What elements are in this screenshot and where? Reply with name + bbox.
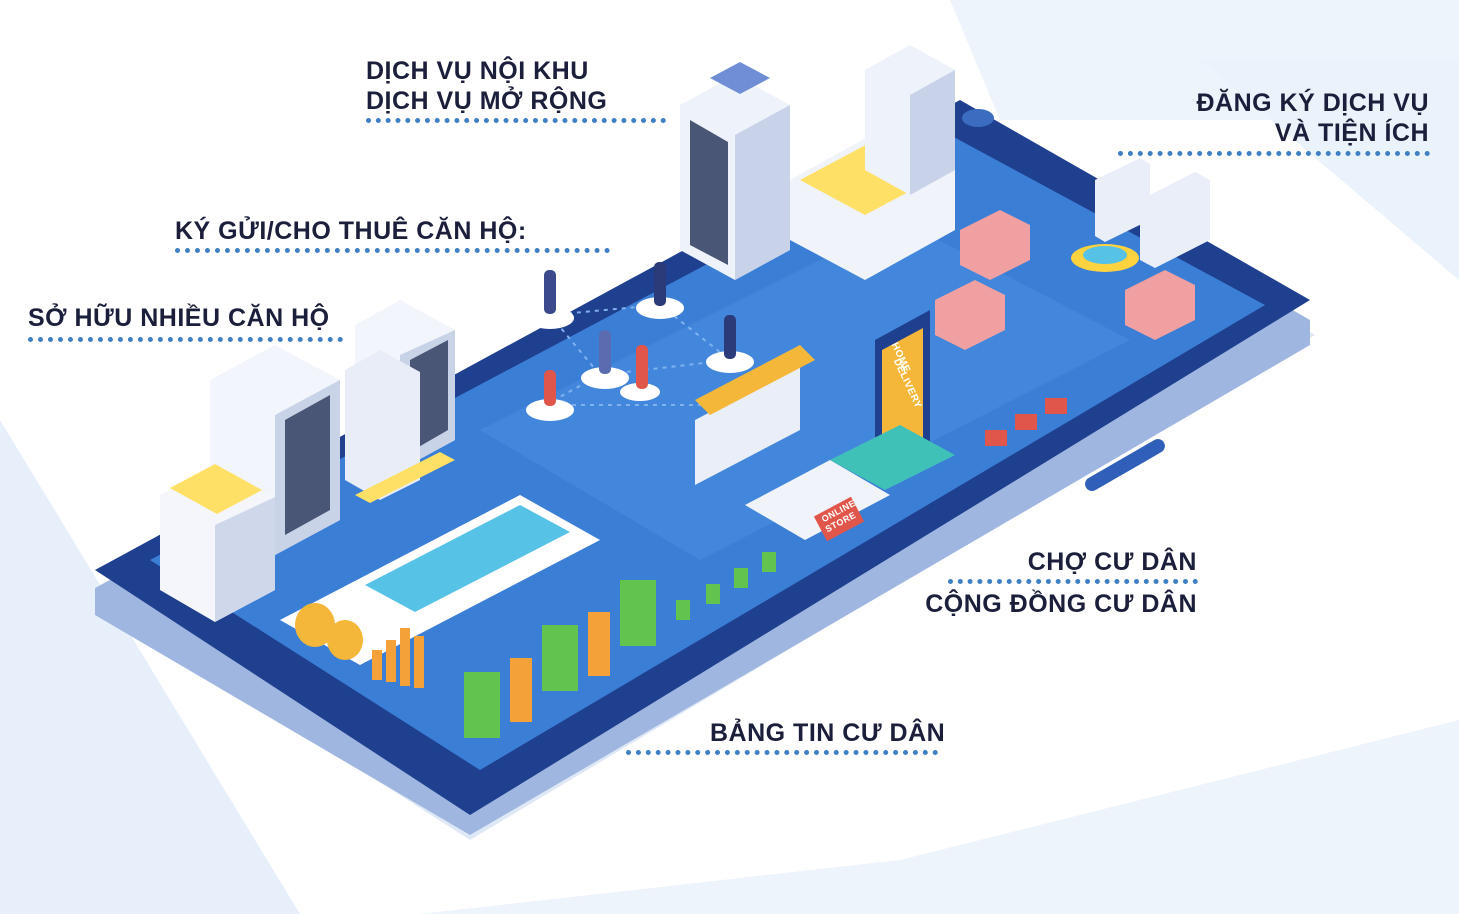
label-bang-tin-cu-dan: BẢNG TIN CƯ DÂN — [710, 719, 946, 747]
label-cong-dong-cu-dan: CỘNG ĐỒNG CƯ DÂN — [925, 590, 1197, 618]
label-dich-vu-noi-khu: DỊCH VỤ NỘI KHU — [366, 57, 589, 85]
bg-panel-left — [0, 420, 300, 914]
dotted-line-dang-ky — [1118, 151, 1430, 156]
people-pedestals — [526, 297, 754, 421]
bg-panel-bottom — [420, 720, 1459, 914]
home-button — [1085, 438, 1165, 491]
right-residences — [935, 158, 1210, 350]
bg-panel-top — [0, 0, 1459, 120]
label-ky-gui-cho-thue: KÝ GỬI/CHO THUÊ CĂN HỘ: — [175, 217, 527, 245]
online-store-area — [695, 310, 955, 542]
money-bags — [295, 603, 363, 660]
left-buildings — [160, 300, 455, 622]
dotted-line-cho-cu-dan — [948, 579, 1198, 584]
label-dang-ky-dich-vu: ĐĂNG KÝ DỊCH VỤ — [1196, 89, 1429, 117]
bg-panel-right — [1200, 60, 1459, 280]
label-dich-vu-mo-rong: DỊCH VỤ MỞ RỘNG — [366, 87, 608, 115]
people-figures — [544, 262, 736, 406]
trees — [464, 552, 776, 738]
meeting-area — [280, 452, 600, 665]
label-cho-cu-dan: CHỢ CƯ DÂN — [1027, 548, 1197, 576]
dotted-line-bang-tin — [626, 750, 938, 755]
dotted-line-so-huu — [28, 337, 343, 342]
plant-pots — [985, 398, 1067, 446]
dotted-line-ky-gui — [175, 248, 610, 253]
bar-chart — [372, 628, 424, 688]
camera-dot — [962, 109, 994, 127]
label-so-huu-nhieu-can-ho: SỞ HỮU NHIỀU CĂN HỘ — [28, 304, 330, 332]
label-va-tien-ich: VÀ TIỆN ÍCH — [1274, 119, 1429, 147]
top-buildings — [680, 45, 955, 280]
dotted-line-dich-vu — [366, 118, 666, 123]
